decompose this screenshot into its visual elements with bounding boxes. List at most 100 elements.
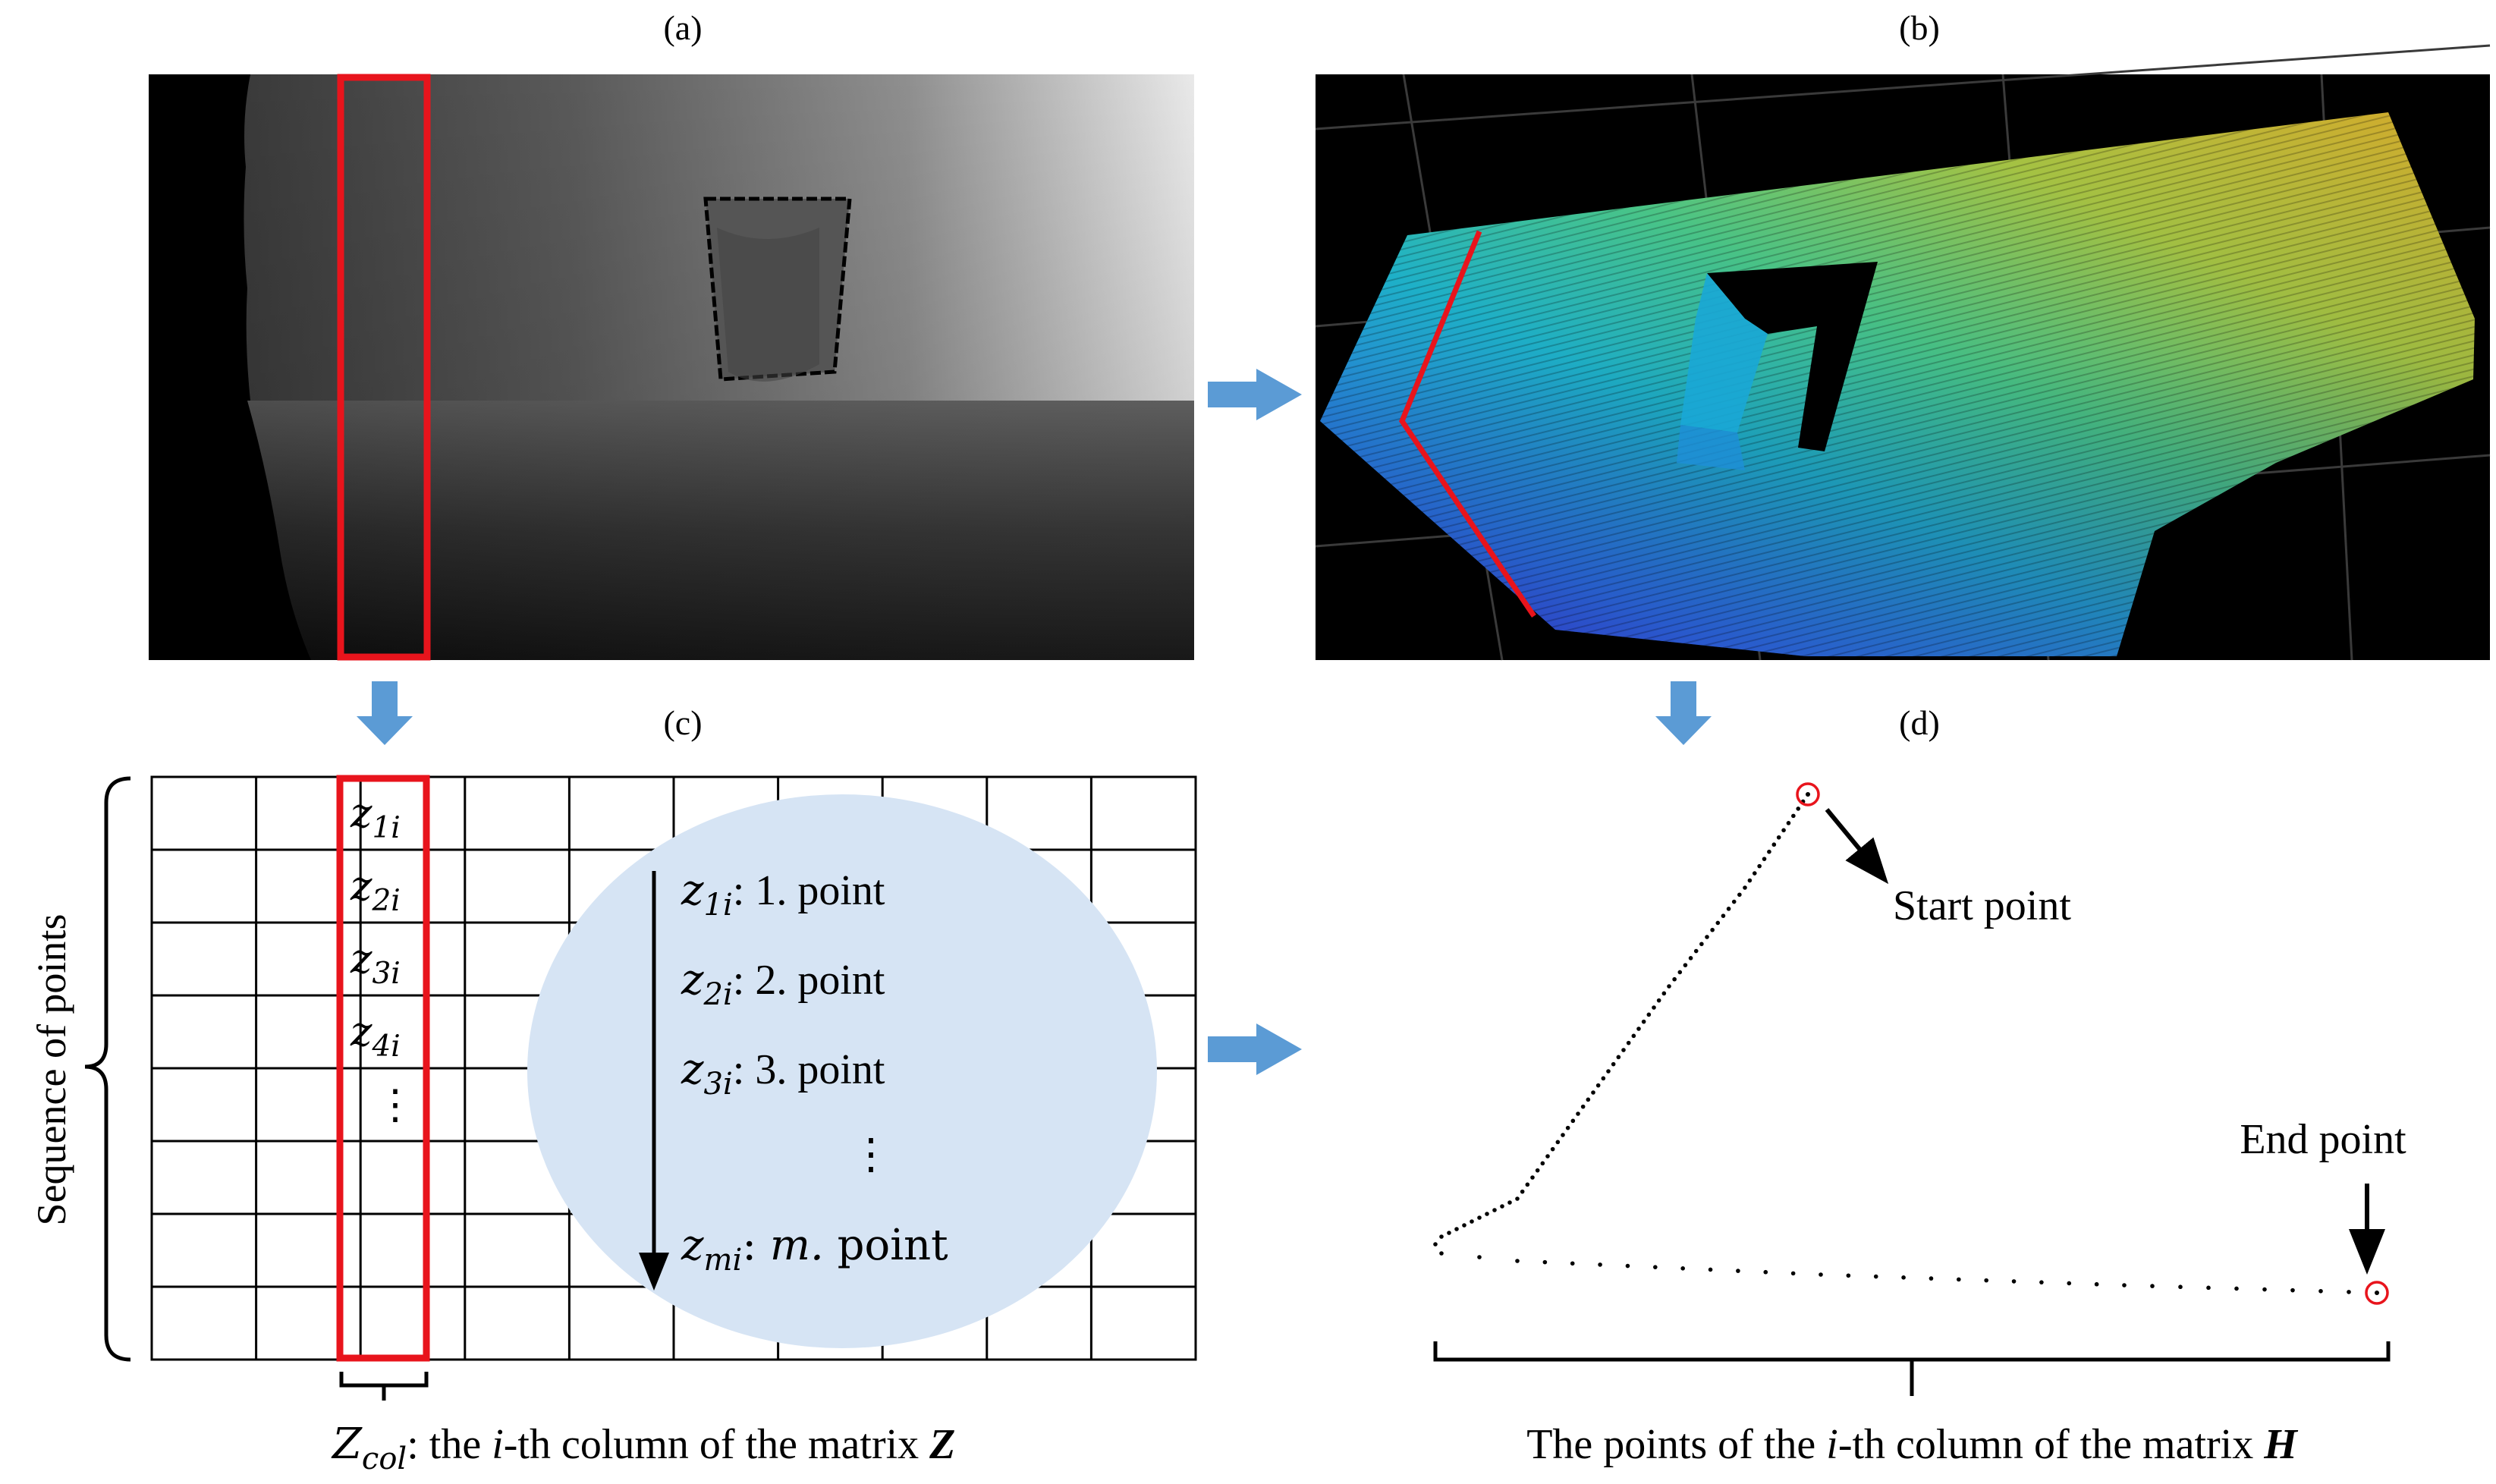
profile-point [1626, 1040, 1631, 1045]
profile-point [1762, 857, 1767, 861]
profile-point [1652, 1005, 1656, 1010]
profile-point [1530, 1175, 1535, 1180]
profile-point [1771, 842, 1777, 847]
profile-caption-text: The points of the [1526, 1421, 1826, 1468]
selected-column-highlight [337, 74, 431, 661]
sequence-item: z3i: 3. point [681, 1045, 885, 1102]
profile-point [1677, 970, 1683, 975]
panel-label-d: (d) [1899, 703, 1940, 742]
profile-point [1680, 1266, 1685, 1271]
profile-point [1492, 1208, 1497, 1212]
arrow-a-to-c [357, 681, 413, 745]
profile-point [1606, 1069, 1611, 1074]
profile-point [1520, 1189, 1525, 1194]
start-point-marker [1796, 782, 1820, 806]
profile-point [1636, 1027, 1641, 1031]
profile-point [1721, 913, 1726, 918]
profile-point [1545, 1154, 1550, 1159]
profile-caption-text2: -th column of the matrix [1838, 1421, 2264, 1468]
profile-point [1565, 1125, 1570, 1130]
profile-point [1462, 1223, 1466, 1228]
profile-point [1621, 1048, 1626, 1052]
profile-point [1705, 935, 1709, 939]
depth-image [149, 74, 1194, 661]
profile-point [1439, 1234, 1444, 1239]
sequence-item: ⋮ [850, 1131, 892, 1178]
profile-point [1550, 1146, 1555, 1152]
profile-point [1763, 1269, 1768, 1275]
profile-point [1791, 813, 1796, 819]
profile-point [2234, 1286, 2239, 1291]
profile-point [1726, 907, 1731, 911]
profile-point [1957, 1277, 1961, 1282]
profile-point [1731, 899, 1737, 904]
profile-point [1447, 1231, 1451, 1235]
profile-point [1535, 1168, 1540, 1173]
profile-point [1672, 976, 1677, 982]
profile-point [2094, 1281, 2099, 1287]
profile-point [1710, 927, 1715, 932]
profile-plot: Start point End point [1433, 782, 2406, 1396]
profile-point [1737, 892, 1742, 898]
profile-point [2347, 1290, 2351, 1294]
profile-point [1901, 1275, 1906, 1280]
profile-point [1598, 1262, 1602, 1267]
profile-point [1743, 885, 1747, 890]
profile-point [2262, 1287, 2267, 1292]
panel-label-b: (b) [1899, 8, 1940, 47]
profile-point [1757, 863, 1762, 869]
profile-point [1631, 1033, 1636, 1039]
profile-point [1625, 1263, 1630, 1269]
profile-point [1433, 1242, 1438, 1247]
profile-point [1601, 1076, 1606, 1081]
arrow-b-to-d [1655, 681, 1712, 745]
profile-point [1540, 1161, 1545, 1166]
profile-point [1542, 1259, 1548, 1265]
profile-point [1591, 1090, 1595, 1095]
matrix-cell: z4i [350, 1008, 401, 1064]
profile-point [1525, 1182, 1530, 1187]
profile-point [1752, 871, 1757, 876]
caption-text: : the [407, 1421, 492, 1468]
matrix-cell: ⋮ [375, 1082, 416, 1127]
profile-point [1616, 1055, 1621, 1060]
caption-sub: col [362, 1442, 407, 1476]
profile-caption-bold: H [2263, 1421, 2298, 1468]
profile-point [1767, 849, 1771, 854]
profile-caption: The points of the i-th column of the mat… [1526, 1421, 2298, 1468]
profile-point [1470, 1219, 1474, 1224]
profile-point [1693, 948, 1699, 954]
profile-point [2122, 1283, 2127, 1287]
profile-point [2150, 1284, 2155, 1288]
profile-point [1984, 1278, 1988, 1283]
profile-point [1515, 1259, 1520, 1263]
arrow-c-to-d [1208, 1023, 1302, 1075]
sequence-of-points-label: Sequence of points [29, 914, 74, 1226]
panel-label-c: (c) [663, 703, 702, 742]
profile-point [1683, 963, 1688, 967]
profile-point [1656, 998, 1661, 1003]
profile-point [1776, 835, 1781, 840]
profile-line [1399, 230, 1536, 618]
profile-point [1736, 1269, 1740, 1273]
profile-point [1477, 1255, 1482, 1259]
profile-point [1790, 1271, 1796, 1276]
profile-point [1580, 1104, 1586, 1109]
profile-point [1653, 1265, 1658, 1269]
profile-point [2011, 1279, 2017, 1284]
profile-point [1747, 878, 1753, 883]
caption-var: Z [331, 1420, 363, 1469]
profile-point [1485, 1212, 1489, 1216]
profile-point [1507, 1200, 1512, 1205]
matrix-cell: z3i [350, 935, 401, 991]
profile-point [1873, 1274, 1878, 1279]
point-cloud [1315, 44, 2491, 661]
sequence-item: zmi: m. point [681, 1221, 948, 1278]
profile-point [1595, 1083, 1601, 1088]
profile-point [1708, 1267, 1713, 1272]
matrix-cell: z1i [350, 789, 401, 845]
caption-text2: -th column of the matrix [504, 1421, 929, 1468]
profile-point [1786, 821, 1791, 825]
profile-point [1586, 1097, 1591, 1102]
